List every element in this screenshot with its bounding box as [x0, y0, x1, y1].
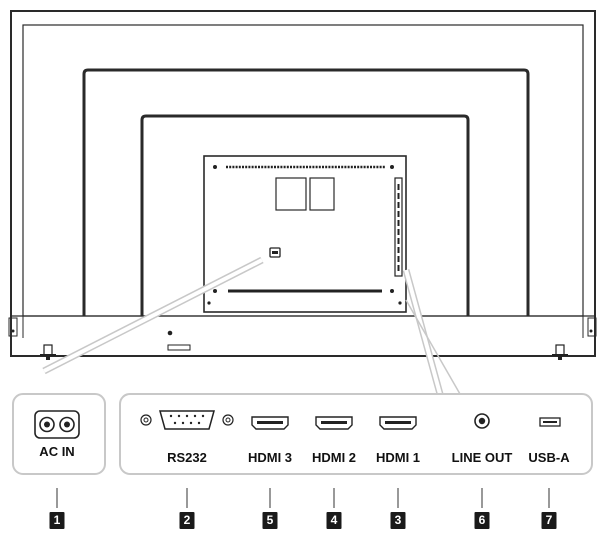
left-foot: [40, 344, 56, 360]
tick-hdmi-3: [269, 488, 271, 508]
callout-hdmi-3: 5: [262, 512, 278, 529]
label-line-out: LINE OUT: [451, 450, 513, 465]
side-connector-strip: [394, 177, 403, 277]
tick-hdmi-2: [333, 488, 335, 508]
ports-panel: [119, 393, 593, 475]
tick-line-out: [481, 488, 483, 508]
label-rs232: RS232: [167, 450, 207, 465]
callout-line-out: 6: [474, 512, 490, 529]
callout-usb-a: 7: [541, 512, 557, 529]
rear-panel-step-2: [140, 114, 470, 316]
rs232-icon: [140, 410, 234, 430]
callout-hdmi-2: 4: [326, 512, 342, 529]
right-side-clip: [587, 317, 597, 337]
ac-in-icon: [34, 410, 80, 439]
rear-panel-step-1: [82, 68, 530, 316]
label-usb-a: USB-A: [528, 450, 570, 465]
right-foot: [552, 344, 568, 360]
hdmi-2-icon: [315, 416, 353, 430]
main-board-plate: [203, 155, 407, 313]
center-slot-left: [275, 177, 307, 211]
tick-rs232: [186, 488, 188, 508]
line-out-icon: [474, 413, 490, 429]
hdmi-1-icon: [379, 416, 417, 430]
label-hdmi-3: HDMI 3: [247, 450, 293, 465]
tick-usb-a: [548, 488, 550, 508]
label-hdmi-1: HDMI 1: [375, 450, 421, 465]
tick-hdmi-1: [397, 488, 399, 508]
tick-ac-in: [56, 488, 58, 508]
label-ac-in: AC IN: [39, 444, 75, 459]
callout-ac-in: 1: [49, 512, 65, 529]
callout-rs232: 2: [179, 512, 195, 529]
board-ac-socket: [269, 247, 281, 258]
usb-a-icon: [539, 417, 561, 427]
center-slot-right: [309, 177, 335, 211]
callout-hdmi-1: 3: [390, 512, 406, 529]
hdmi-3-icon: [251, 416, 289, 430]
left-side-clip: [8, 317, 18, 337]
label-hdmi-2: HDMI 2: [311, 450, 357, 465]
